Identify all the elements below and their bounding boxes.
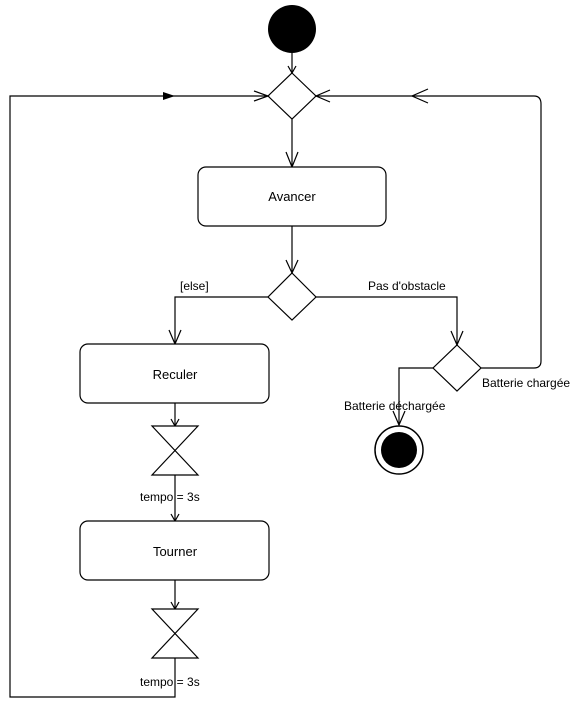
edge-loop-left-to-merge: [9, 95, 268, 698]
guard-else: [else]: [180, 279, 209, 293]
timer1-label: tempo = 3s: [140, 490, 200, 504]
arrowhead-final: [392, 410, 406, 427]
arrowhead-loop-left-2: [253, 90, 270, 102]
merge-node: [267, 72, 317, 120]
decision-battery: [432, 344, 482, 392]
activity-tourner-label: Tourner: [153, 544, 198, 559]
arrowhead-charged-1: [410, 88, 429, 104]
guard-pas-obstacle: Pas d'obstacle: [368, 279, 446, 293]
edge-else-to-reculer: [174, 296, 268, 344]
arrowhead-charged-2: [314, 89, 331, 103]
edge-charged-to-merge: [316, 95, 542, 369]
timer1-hourglass: [150, 425, 200, 476]
timer2-hourglass: [150, 608, 200, 659]
initial-node: [268, 5, 316, 53]
edge-no-obstacle-to-battery: [316, 296, 458, 345]
guard-batterie-dechargee: Batterie déchargée: [344, 399, 446, 413]
guard-batterie-chargee: Batterie chargée: [482, 376, 570, 390]
decision-obstacle: [267, 272, 317, 321]
arrowhead-loop-left-1: [163, 92, 175, 100]
timer2-label: tempo = 3s: [140, 675, 200, 689]
activity-avancer-label: Avancer: [268, 189, 316, 204]
activity-reculer-label: Reculer: [153, 367, 198, 382]
edge-discharged-to-final: [398, 367, 433, 425]
final-node-inner: [381, 432, 417, 468]
